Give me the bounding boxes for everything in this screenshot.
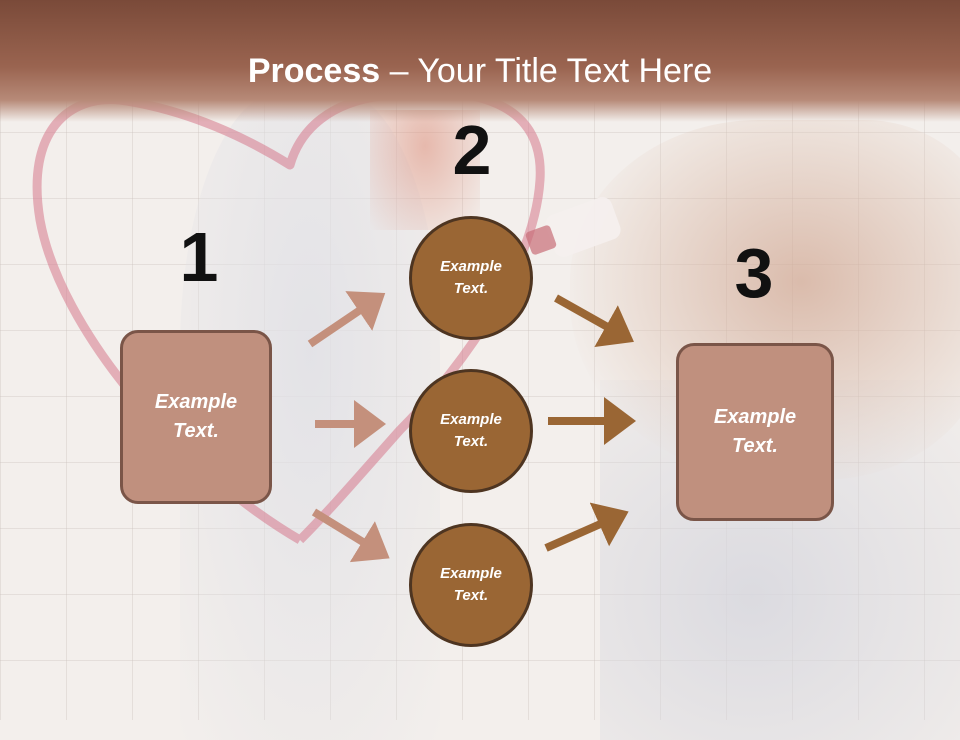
circle-bottom-text: Example Text. (440, 564, 502, 605)
step-number-2: 2 (452, 111, 492, 189)
step-number-3: 3 (734, 234, 774, 312)
arrow-top-to-right (554, 294, 634, 348)
arrow-bottom-to-right (544, 502, 629, 552)
arrow-left-to-top (307, 291, 386, 348)
circle-top: Example Text. (409, 216, 533, 340)
circle-top-text: Example Text. (440, 257, 502, 298)
circle-middle-text: Example Text. (440, 410, 502, 451)
title-bold: Process (247, 52, 381, 90)
arrow-connectors (307, 291, 636, 563)
marker-icon (525, 197, 621, 257)
circle-bottom: Example Text. (409, 523, 533, 647)
slide-title: Process – Your Title Text Here (0, 52, 960, 91)
left-box-text: Example Text. (154, 391, 238, 442)
title-bar (0, 0, 960, 122)
background-shirt (370, 110, 480, 230)
title-rest: – Your Title Text Here (380, 52, 713, 90)
step-number-1: 1 (179, 218, 219, 296)
circle-middle: Example Text. (409, 369, 533, 493)
right-box: Example Text. (676, 343, 834, 521)
left-box: Example Text. (120, 330, 272, 504)
arrow-left-to-bottom (311, 508, 390, 563)
right-box-text: Example Text. (713, 406, 797, 457)
